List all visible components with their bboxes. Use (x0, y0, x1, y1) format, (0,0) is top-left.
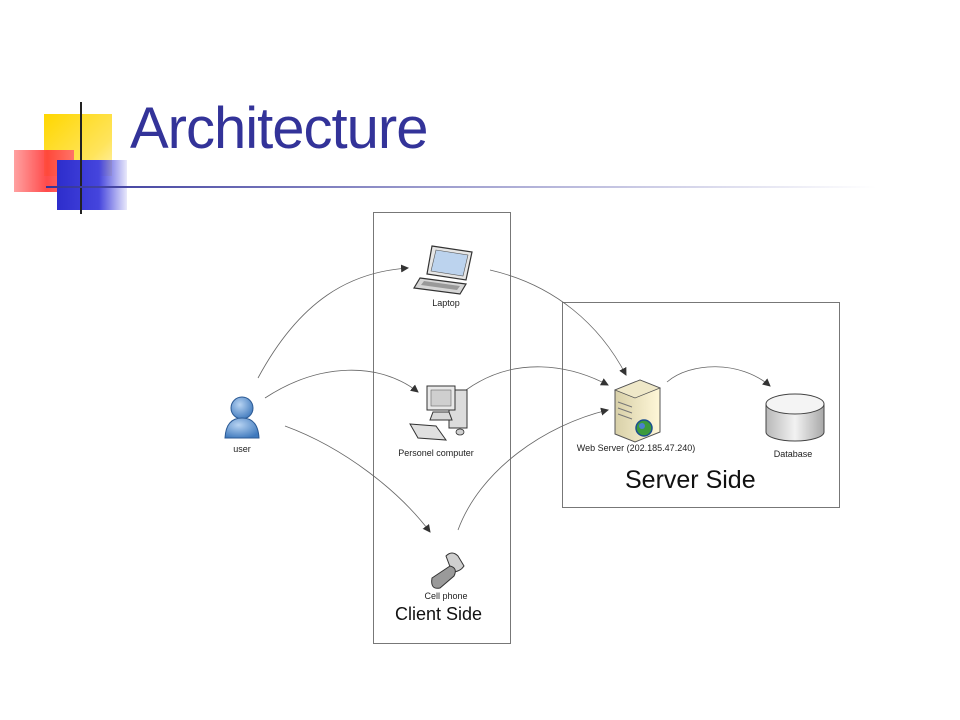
server-side-label: Server Side (625, 466, 756, 494)
edge-phone-server (457, 407, 609, 531)
phone-label: Cell phone (424, 591, 468, 601)
pc-label: Personel computer (398, 448, 474, 458)
edge-user-phone (284, 425, 431, 533)
client-side-label: Client Side (395, 604, 483, 624)
laptop-label: Laptop (432, 298, 460, 308)
web-server-label: Web Server (202.185.47.240) (576, 443, 696, 453)
database-label: Database (773, 449, 813, 459)
edge-user-pc (264, 369, 419, 399)
decorative-blue-square (57, 160, 127, 210)
user-label: user (233, 444, 251, 454)
edge-server-database (666, 366, 771, 387)
edge-user-laptop (257, 264, 409, 379)
decorative-vertical-line (80, 102, 82, 214)
page-title: Architecture (130, 96, 428, 161)
edge-pc-server (465, 366, 609, 391)
title-underline (46, 186, 876, 188)
edge-laptop-server (489, 269, 627, 376)
